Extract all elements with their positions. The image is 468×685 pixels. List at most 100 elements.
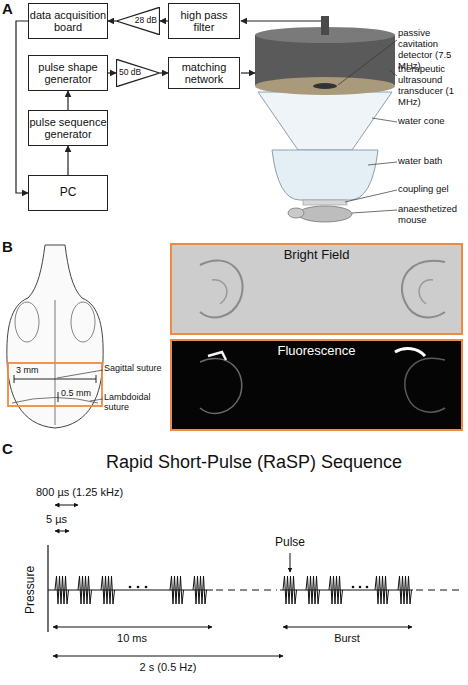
box-label: pulse shape generator xyxy=(29,61,107,85)
panel-letter: C xyxy=(2,440,20,457)
part-label: coupling gel xyxy=(398,184,466,195)
lambdoidal-suture xyxy=(12,398,98,404)
box-label: PC xyxy=(60,186,77,199)
fluorescence-spot xyxy=(395,349,425,356)
leader-line xyxy=(352,210,397,213)
dimension-label: 0.5 mm xyxy=(61,388,101,398)
signal-arrow xyxy=(108,20,116,21)
period-arrow xyxy=(55,505,78,506)
amplifier-triangle: 28 dB xyxy=(116,7,160,35)
pulse-waveform xyxy=(170,576,184,604)
part-label: water bath xyxy=(398,156,466,167)
pressure-axis xyxy=(47,545,48,632)
dimension-label: 5 µs xyxy=(46,513,106,526)
process-box: high pass filter xyxy=(168,3,240,39)
part-label: therapeutic ultrasound transducer (1 MHz… xyxy=(398,64,466,108)
leader-line xyxy=(338,40,397,85)
panel-letter: A xyxy=(2,0,20,17)
detector-stub xyxy=(321,16,329,35)
water-cone xyxy=(258,92,392,150)
drive-wire xyxy=(241,72,255,73)
box-label: 50 dB xyxy=(119,68,141,77)
width-arrow xyxy=(55,531,69,532)
signal-wire xyxy=(241,20,321,21)
part-label: water cone xyxy=(398,116,466,127)
box-label: matching network xyxy=(169,61,239,85)
part-label: Pulse xyxy=(265,536,315,550)
dimension-label: 10 ms xyxy=(92,632,172,645)
pulse-waveform xyxy=(193,576,207,604)
leader-line xyxy=(345,190,397,202)
pulse-waveform xyxy=(283,576,297,604)
hippocampus xyxy=(212,280,227,304)
ellipsis-dots xyxy=(129,586,369,589)
pulse-waveform xyxy=(306,576,320,604)
box-label: pulse sequence generator xyxy=(29,116,107,140)
process-box: pulse sequence generator xyxy=(28,110,108,146)
signal-arrow xyxy=(67,146,68,175)
amplifier-triangle: 50 dB xyxy=(116,59,160,87)
bright-field-image xyxy=(170,243,463,335)
leader-line xyxy=(368,162,397,165)
panel-title: Bright Field xyxy=(284,248,350,262)
tissue-outline xyxy=(405,358,445,412)
hippocampus xyxy=(419,280,433,304)
signal-arrow xyxy=(160,72,168,73)
signal-arrow xyxy=(16,21,28,193)
process-box: PC xyxy=(28,175,108,211)
tissue-outline xyxy=(200,359,242,414)
box-label: data acquisition board xyxy=(29,9,107,33)
process-box: pulse shape generator xyxy=(28,55,108,91)
axis-label: Pressure xyxy=(24,555,38,625)
leader-line xyxy=(57,370,103,378)
leader-line xyxy=(389,70,397,76)
panel-title: Fluorescence xyxy=(277,344,355,358)
image-panel: Fluorescence xyxy=(170,339,463,431)
skull-outline xyxy=(7,245,103,428)
image-panel: Bright Field xyxy=(170,243,463,335)
dimension-line xyxy=(14,375,96,383)
pulse-pointer xyxy=(290,553,291,572)
box-label: 28 dB xyxy=(135,16,157,25)
fluorescence-image xyxy=(170,339,463,431)
box-label: high pass filter xyxy=(169,9,239,33)
process-box: data acquisition board xyxy=(28,3,108,39)
signal-arrow xyxy=(108,72,116,73)
mouse xyxy=(298,206,352,222)
burst-length-arrow xyxy=(53,627,212,628)
pulse-waveform xyxy=(55,576,69,604)
repetition-arrow xyxy=(53,656,283,657)
process-box: matching network xyxy=(168,57,240,89)
region-frame xyxy=(8,363,102,406)
burst-arrow xyxy=(283,627,412,628)
detector-element xyxy=(313,83,337,89)
leader-line xyxy=(90,399,103,401)
part-label: Sagittal suture xyxy=(104,363,170,373)
pulse-waveform xyxy=(329,576,343,604)
part-label: anaesthetized mouse xyxy=(398,204,466,226)
amplifier-outline xyxy=(116,59,159,86)
pulse-waveform xyxy=(398,576,412,604)
transducer-face xyxy=(255,77,395,95)
mouse-head xyxy=(288,208,304,218)
pulse-waveform xyxy=(78,576,92,604)
hippocampus xyxy=(402,261,445,318)
coupling-gel xyxy=(303,200,347,205)
panel-title: Rapid Short-Pulse (RaSP) Sequence xyxy=(40,452,468,473)
part-label: Lambdoidal suture xyxy=(104,392,170,413)
dimension-label: 3 mm xyxy=(16,365,56,375)
dimension-label: 2 s (0.5 Hz) xyxy=(113,661,223,674)
dimension-label: Burst xyxy=(307,632,387,645)
leader-line xyxy=(372,118,397,122)
fluorescence-spot xyxy=(208,352,226,360)
water-bath xyxy=(272,150,378,200)
pulse-waveform xyxy=(101,576,115,604)
signal-arrow xyxy=(67,91,68,110)
eye-socket xyxy=(15,302,39,342)
panel-letter: B xyxy=(2,238,20,255)
amplifier-outline xyxy=(116,7,159,34)
hippocampus xyxy=(200,260,243,317)
pulse-waveform xyxy=(375,576,389,604)
